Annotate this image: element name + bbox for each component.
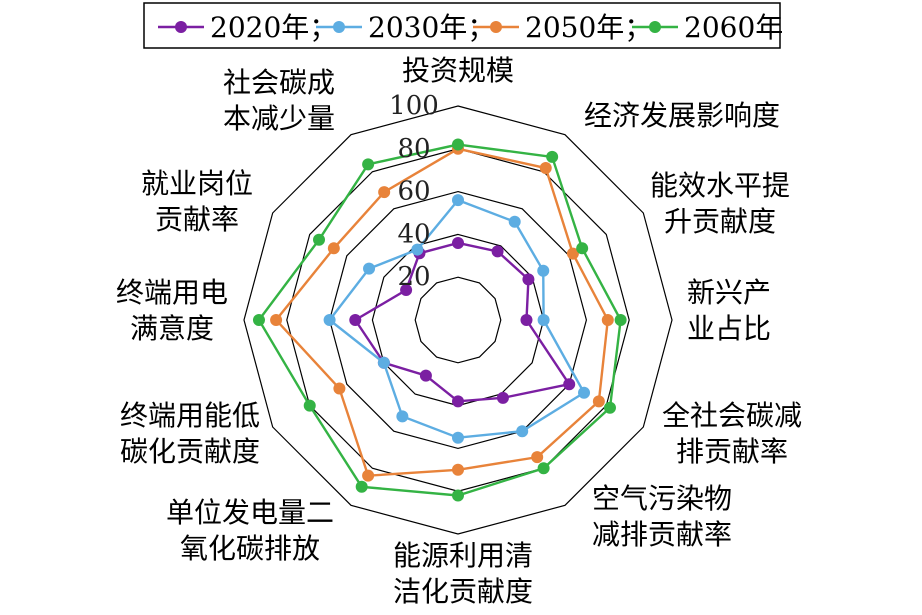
radar-series bbox=[252, 138, 627, 502]
legend-item: 2020年； bbox=[158, 11, 337, 44]
data-point bbox=[303, 399, 316, 412]
data-point bbox=[452, 194, 464, 207]
data-point bbox=[520, 314, 533, 326]
data-point bbox=[419, 369, 432, 382]
legend-label: 2060年 bbox=[684, 11, 783, 44]
legend-swatch-marker bbox=[649, 21, 661, 33]
radial-tick-labels: 20 40 60 80 100 bbox=[389, 91, 439, 292]
data-point bbox=[516, 425, 529, 438]
data-point bbox=[452, 463, 464, 476]
tick-label: 20 bbox=[397, 262, 430, 292]
data-point bbox=[522, 273, 535, 286]
data-point bbox=[252, 314, 265, 326]
data-point bbox=[539, 162, 552, 175]
series-2050年 bbox=[270, 142, 614, 482]
axis-label: 终端用能低碳化贡献度 bbox=[120, 399, 260, 468]
grid-ring-100 bbox=[243, 105, 673, 535]
legend-item: 2060年 bbox=[632, 11, 783, 44]
series-2060年 bbox=[252, 138, 627, 502]
tick-label: 40 bbox=[397, 219, 430, 249]
data-point bbox=[576, 242, 589, 255]
data-point bbox=[400, 284, 413, 297]
data-point bbox=[270, 314, 283, 326]
data-point bbox=[452, 431, 464, 444]
data-point bbox=[563, 378, 576, 391]
axis-label: 终端用电满意度 bbox=[116, 276, 228, 345]
series-line bbox=[274, 147, 610, 477]
data-point bbox=[313, 233, 326, 246]
legend-box bbox=[143, 2, 781, 49]
data-point bbox=[537, 314, 550, 326]
axis-label: 能效水平提升贡献度 bbox=[650, 169, 790, 238]
data-point bbox=[323, 314, 336, 326]
data-point bbox=[614, 314, 627, 326]
data-point bbox=[508, 215, 521, 228]
axis-label: 单位发电量二氧化碳排放 bbox=[166, 496, 334, 565]
legend-item: 2050年； bbox=[473, 11, 652, 44]
data-point bbox=[537, 264, 550, 277]
data-point bbox=[496, 391, 509, 404]
data-point bbox=[546, 150, 559, 163]
series-line bbox=[257, 143, 622, 497]
axis-label: 全社会碳减排贡献率 bbox=[662, 399, 802, 468]
series-2030年 bbox=[323, 194, 591, 444]
data-point bbox=[578, 386, 591, 399]
data-point bbox=[327, 242, 340, 255]
tick-label: 100 bbox=[389, 91, 439, 121]
data-point bbox=[377, 356, 390, 369]
data-point bbox=[601, 314, 614, 326]
data-point bbox=[491, 245, 504, 258]
data-point bbox=[333, 382, 346, 395]
data-point bbox=[452, 138, 464, 151]
data-point bbox=[603, 401, 616, 414]
tick-label: 80 bbox=[397, 134, 430, 164]
data-point bbox=[566, 247, 579, 260]
data-point bbox=[349, 314, 362, 326]
legend-swatch-marker bbox=[175, 21, 187, 33]
axis-label: 就业岗位贡献率 bbox=[141, 167, 253, 236]
data-point bbox=[396, 410, 409, 423]
grid-ring-20 bbox=[414, 276, 502, 364]
legend-label: 2050年； bbox=[525, 11, 652, 44]
data-point bbox=[452, 489, 464, 502]
legend-swatch-marker bbox=[490, 21, 502, 33]
axis-label: 投资规模 bbox=[402, 54, 514, 87]
legend: 2020年；2030年；2050年；2060年 bbox=[143, 2, 783, 49]
data-point bbox=[362, 158, 375, 171]
axis-label: 能源利用清洁化贡献度 bbox=[393, 539, 533, 608]
tick-label: 60 bbox=[397, 177, 430, 207]
axis-label: 空气污染物减排贡献率 bbox=[592, 482, 732, 551]
series-line bbox=[353, 241, 572, 403]
data-point bbox=[531, 451, 544, 464]
axis-labels: 投资规模经济发展影响度能效水平提升贡献度新兴产业占比全社会碳减排贡献率空气污染物… bbox=[116, 54, 802, 608]
axis-label: 社会碳成本减少量 bbox=[223, 66, 335, 135]
data-point bbox=[592, 395, 605, 408]
axis-label: 经济发展影响度 bbox=[584, 99, 780, 132]
data-point bbox=[411, 243, 424, 256]
data-point bbox=[355, 480, 368, 493]
data-point bbox=[537, 462, 550, 475]
data-point bbox=[452, 236, 464, 249]
data-point bbox=[363, 262, 376, 275]
data-point bbox=[452, 395, 464, 408]
legend-swatch-marker bbox=[333, 21, 345, 33]
grid-ring-40 bbox=[371, 233, 545, 407]
data-point bbox=[378, 186, 391, 199]
data-point bbox=[362, 469, 375, 482]
axis-label: 新兴产业占比 bbox=[687, 276, 771, 345]
